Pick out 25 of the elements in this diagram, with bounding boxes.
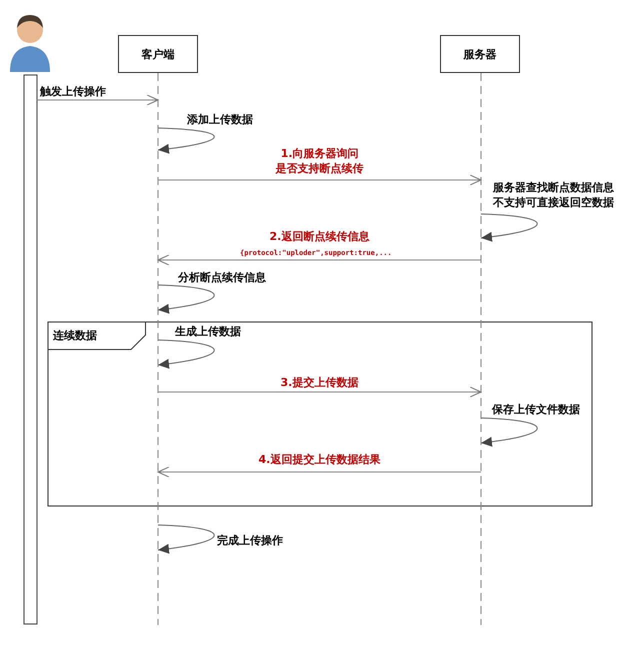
self-message-arrow [480,214,538,242]
message-label: 完成上传操作 [217,533,283,548]
self-message-arrow [480,418,538,447]
self-message-arrow [158,284,215,314]
lifeline-header: 客户端 [118,35,198,73]
message-label: 2.返回断点续传信息 [270,229,370,244]
message-label: 4.返回提交上传数据结果 [258,452,380,467]
message-label: 保存上传文件数据 [492,402,580,417]
message-label: 触发上传操作 [40,84,106,99]
message-label: 分析断点续传信息 [178,270,266,285]
message-label: 添加上传数据 [187,112,253,127]
message-arrow [158,254,482,266]
lifeline-header: 服务器 [440,35,520,73]
message-arrow [158,466,482,478]
message-arrow [36,94,158,106]
message-label: 3.提交上传数据 [280,375,358,390]
self-message-arrow [158,128,215,154]
message-label: 生成上传数据 [175,324,241,339]
frame-title: 连续数据 [53,328,97,343]
message-arrow [158,386,482,398]
self-message-arrow [158,524,215,554]
message-arrow [158,174,482,186]
message-label: 服务器查找断点数据信息不支持可直接返回空数据 [493,180,615,210]
self-message-arrow [158,340,215,369]
message-label: 1.向服务器询问是否支持断点续传 [276,146,364,176]
